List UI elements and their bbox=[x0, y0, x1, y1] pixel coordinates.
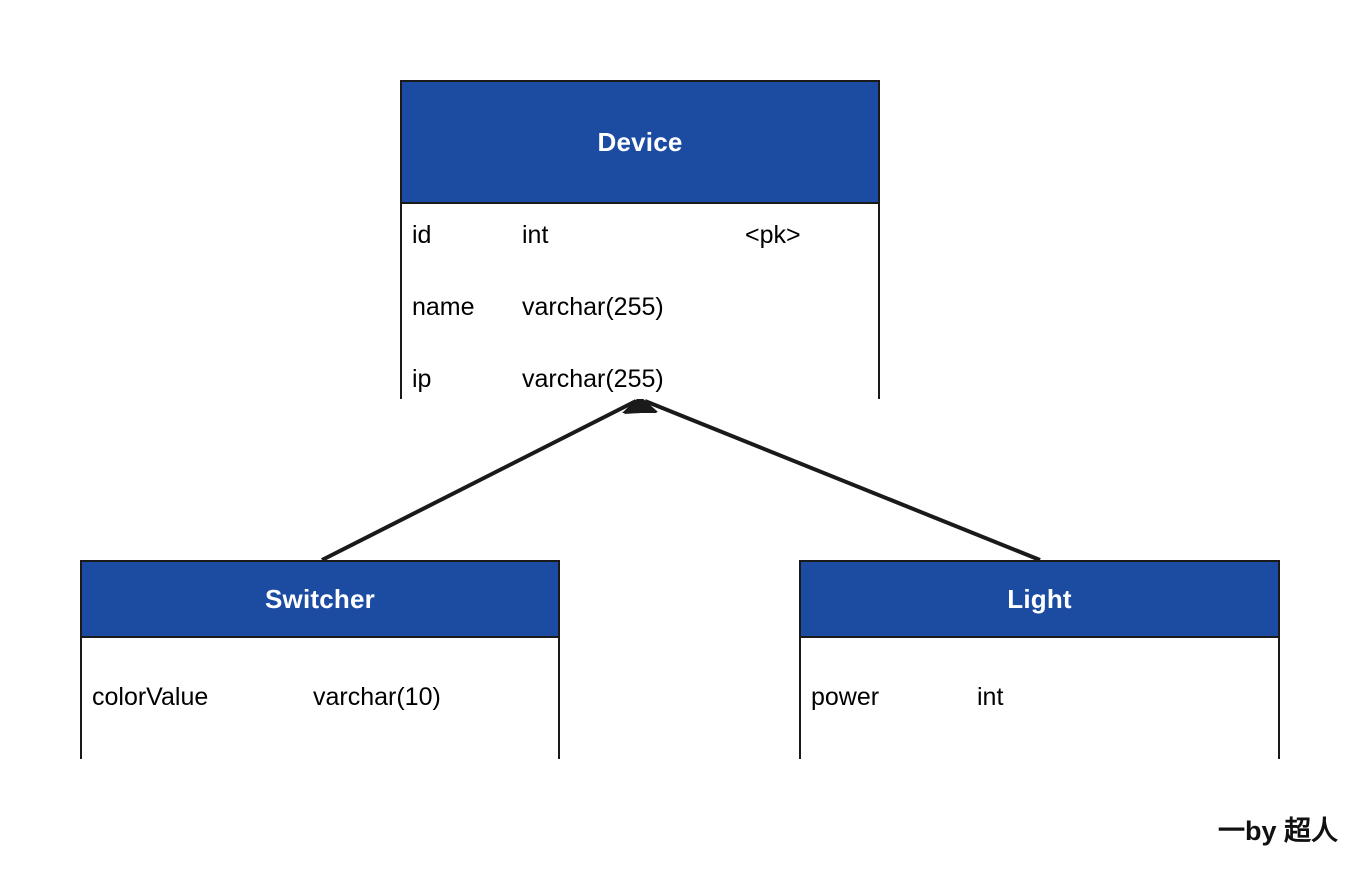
attribute-type: int bbox=[977, 683, 1004, 711]
table-row: colorValue varchar(10) bbox=[82, 680, 558, 714]
arrowhead-icon bbox=[624, 396, 658, 414]
table-row: name varchar(255) bbox=[402, 290, 878, 324]
attribute-name: colorValue bbox=[92, 683, 209, 711]
attribute-type: varchar(255) bbox=[522, 365, 664, 393]
table-row: ip varchar(255) bbox=[402, 362, 878, 396]
attribute-name: name bbox=[412, 293, 475, 321]
table-row: power int bbox=[801, 680, 1278, 714]
entity-device[interactable]: Device id int <pk> name varchar(255) ip … bbox=[400, 80, 880, 399]
entity-light[interactable]: Light power int bbox=[799, 560, 1280, 759]
attribute-key: <pk> bbox=[745, 221, 801, 249]
table-row: id int <pk> bbox=[402, 218, 878, 252]
attribute-name: power bbox=[811, 683, 880, 711]
attribute-type: int bbox=[522, 221, 549, 249]
connector-light-to-device bbox=[624, 396, 1041, 562]
attribute-name: id bbox=[412, 221, 432, 249]
watermark-credit: 一by 超人 bbox=[1217, 816, 1338, 846]
connector-switcher-to-device bbox=[321, 396, 657, 562]
attribute-type: varchar(10) bbox=[313, 683, 441, 711]
attribute-type: varchar(255) bbox=[522, 293, 664, 321]
entity-switcher[interactable]: Switcher colorValue varchar(10) bbox=[80, 560, 560, 759]
attribute-name: ip bbox=[412, 365, 432, 393]
entity-switcher-title: Switcher bbox=[82, 562, 558, 638]
entity-light-attributes: power int bbox=[801, 638, 1278, 759]
entity-light-title: Light bbox=[801, 562, 1278, 638]
entity-switcher-attributes: colorValue varchar(10) bbox=[82, 638, 558, 759]
entity-device-title: Device bbox=[402, 82, 878, 204]
entity-device-attributes: id int <pk> name varchar(255) ip varchar… bbox=[402, 204, 878, 399]
